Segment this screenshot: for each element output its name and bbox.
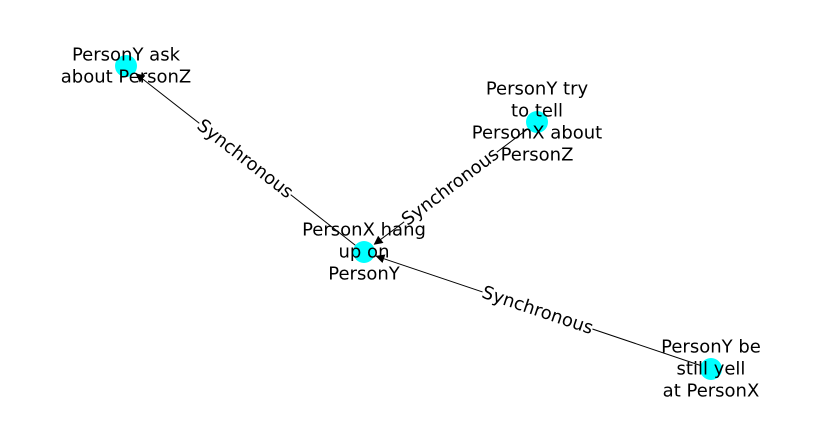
- edge-label: Synchronous: [193, 115, 297, 203]
- nodes-layer: [115, 55, 722, 380]
- node-yell: [700, 358, 722, 380]
- node-label-yell: PersonY be: [661, 337, 761, 358]
- edge-label: Synchronous: [398, 144, 503, 230]
- edge-label-background: [478, 280, 597, 341]
- node-label-center: PersonX hang: [302, 220, 426, 241]
- node-label-ask: PersonY ask: [72, 45, 181, 66]
- node-label-tell: to tell: [511, 101, 563, 122]
- node-label-yell: still yell: [677, 359, 746, 380]
- node-label-tell: PersonZ: [501, 145, 574, 166]
- node-label-center: PersonY: [328, 264, 400, 285]
- node-center: [353, 241, 375, 263]
- node-label-yell: at PersonX: [663, 381, 760, 402]
- node-label-tell: PersonX about: [472, 123, 602, 144]
- edge-label: Synchronous: [479, 282, 596, 339]
- node-tell: [526, 111, 548, 133]
- edge-label-background: [191, 113, 299, 205]
- node-label-tell: PersonY try: [486, 79, 589, 100]
- node-label-ask: about PersonZ: [61, 67, 191, 88]
- edge-label-background: [396, 142, 505, 232]
- node-ask: [115, 55, 137, 77]
- node-label-center: up on: [339, 242, 390, 263]
